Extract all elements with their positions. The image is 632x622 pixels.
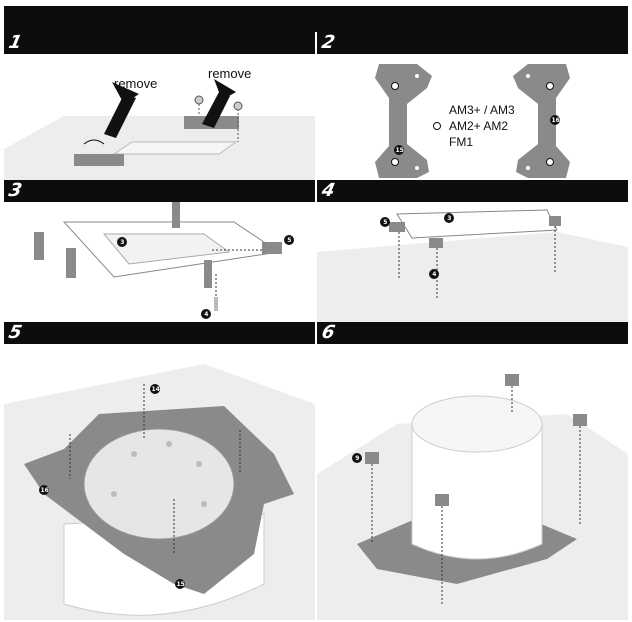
thumbscrew-icon xyxy=(505,374,519,386)
badge-15 xyxy=(394,145,404,155)
step-4-illustration: 5 3 4 xyxy=(317,209,628,322)
hole-icon xyxy=(526,74,530,78)
pump-body xyxy=(411,423,543,560)
standoff-icon xyxy=(66,248,76,278)
badge-4 xyxy=(429,269,439,279)
nut-icon xyxy=(262,242,282,254)
remove-arrow-right xyxy=(202,92,230,128)
nut-icon xyxy=(389,222,405,232)
step-4-panel: 4 5 3 4 xyxy=(317,180,628,322)
badge-9-label: 9 xyxy=(355,455,359,462)
badge-15-label: 15 xyxy=(177,581,185,588)
standoff-icon xyxy=(34,232,44,260)
step-3-illustration: 3 4 5 xyxy=(34,202,294,319)
step-6-panel: 6 9 xyxy=(317,322,628,620)
socket-hole-icon xyxy=(433,122,441,130)
screw-icon xyxy=(131,451,137,457)
hole-icon xyxy=(391,82,399,90)
step-6-header xyxy=(317,322,628,344)
screw-icon xyxy=(194,95,204,105)
hole-icon xyxy=(546,82,554,90)
remove-arrow-head-left xyxy=(112,82,139,104)
badge-15-label: 15 xyxy=(396,147,404,154)
pump-top xyxy=(411,395,543,453)
screw-icon xyxy=(196,461,202,467)
badge-3 xyxy=(117,237,127,247)
nut-icon xyxy=(429,238,443,248)
top-bar xyxy=(4,6,628,32)
badge-16-label: 16 xyxy=(552,117,560,124)
thumbscrew-icon xyxy=(365,452,379,464)
badge-3-label: 3 xyxy=(447,215,451,222)
step-3-header xyxy=(4,180,315,202)
standoff-icon xyxy=(204,260,212,288)
hole-icon xyxy=(546,158,554,166)
socket-label-1: AM3+ / AM3 xyxy=(449,103,515,117)
nut-icon xyxy=(549,216,561,226)
screw-icon xyxy=(201,501,207,507)
remove-arrow-head-right xyxy=(214,79,236,100)
remove-label-right: remove xyxy=(208,66,251,81)
badge-5-label: 5 xyxy=(287,237,291,244)
hole-icon xyxy=(415,166,419,170)
remove-label-left: remove xyxy=(114,76,157,91)
thumbscrew-icon xyxy=(435,494,449,506)
step-5-illustration: 14 15 16 xyxy=(4,364,315,620)
screw-icon xyxy=(111,491,117,497)
standoff-icon xyxy=(172,202,180,228)
am-bracket-right xyxy=(513,64,570,178)
step-1-header xyxy=(4,32,315,54)
badge-5 xyxy=(284,235,294,245)
socket-label-3: FM1 xyxy=(449,135,473,149)
badge-4 xyxy=(201,309,211,319)
cold-plate xyxy=(83,428,235,540)
hole-icon xyxy=(526,166,530,170)
badge-4-label: 4 xyxy=(204,311,208,318)
badge-5 xyxy=(380,217,390,227)
backplate xyxy=(396,209,558,239)
step-6-illustration: 9 xyxy=(317,374,628,620)
badge-15 xyxy=(175,579,185,589)
badge-16-label: 16 xyxy=(41,487,49,494)
screw-icon xyxy=(214,297,218,311)
screw-icon xyxy=(233,101,243,111)
retention-bracket-left xyxy=(74,154,124,166)
hole-icon xyxy=(391,158,399,166)
badge-14-label: 14 xyxy=(152,386,160,393)
badge-3 xyxy=(444,213,454,223)
step-1-panel: 1 remove remove xyxy=(4,32,315,180)
step-2-header xyxy=(317,32,628,54)
backplate-cutout xyxy=(102,233,231,265)
badge-16 xyxy=(550,115,560,125)
cpu-socket xyxy=(112,141,238,155)
step-5-panel: 5 14 15 16 xyxy=(4,322,315,620)
badge-5-label: 5 xyxy=(383,219,387,226)
step-1-illustration: remove remove xyxy=(4,66,315,180)
screw-icon xyxy=(166,441,172,447)
rotate-arrow-icon xyxy=(83,139,105,145)
badge-14 xyxy=(150,384,160,394)
badge-16 xyxy=(39,485,49,495)
step-3-panel: 3 3 4 5 xyxy=(4,180,315,322)
socket-label-2: AM2+ AM2 xyxy=(449,119,508,133)
step-2-illustration: AM3+ / AM3 AM2+ AM2 FM1 15 16 xyxy=(375,64,570,178)
badge-9 xyxy=(352,453,362,463)
step-4-header xyxy=(317,180,628,202)
badge-4-label: 4 xyxy=(432,271,436,278)
hole-icon xyxy=(415,74,419,78)
remove-arrow-left xyxy=(104,94,136,138)
step-2-panel: 2 AM3+ / AM3 AM2+ AM2 FM1 15 16 xyxy=(317,32,628,180)
step-5-header xyxy=(4,322,315,344)
badge-3-label: 3 xyxy=(120,239,124,246)
am-bracket-left xyxy=(375,64,432,178)
thumbscrew-icon xyxy=(573,414,587,426)
motherboard-surface xyxy=(317,232,628,322)
